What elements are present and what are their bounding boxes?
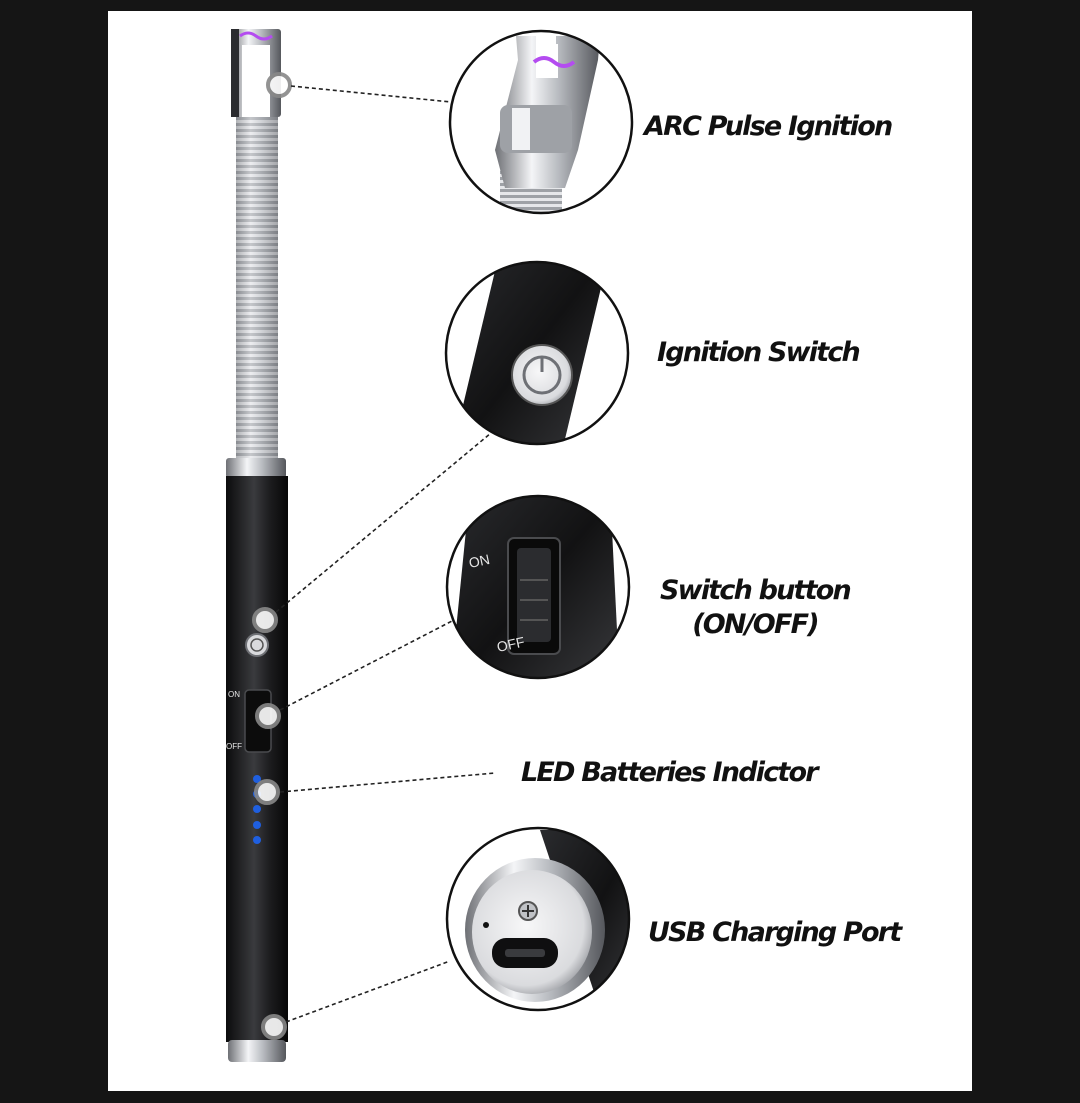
arc-spark-icon <box>239 31 273 41</box>
callout-circle-ignition <box>444 260 630 446</box>
body-off-mark: OFF <box>226 742 242 751</box>
callout-off-mark: OFF <box>495 633 526 654</box>
lighter-wand: ON OFF <box>226 29 288 1062</box>
label-switch-button-line2: (ON/OFF) <box>692 609 819 640</box>
callout-circle-arc <box>448 29 634 215</box>
callout-circle-switch: ON OFF <box>445 494 631 680</box>
leader-lines <box>275 85 496 1023</box>
label-ignition-switch: Ignition Switch <box>657 337 861 368</box>
body-on-mark: ON <box>228 690 240 699</box>
label-switch-button-line1: Switch button <box>660 575 852 606</box>
label-arc-pulse-ignition: ARC Pulse Ignition <box>644 111 893 142</box>
callout-circle-usb <box>445 826 631 1012</box>
callout-on-mark: ON <box>467 551 491 571</box>
anchor-markers <box>252 72 292 1040</box>
label-usb-charging-port: USB Charging Port <box>648 917 902 948</box>
label-led-batteries: LED Batteries Indictor <box>521 757 819 788</box>
label-switch-button: Switch button (ON/OFF) <box>650 574 860 642</box>
